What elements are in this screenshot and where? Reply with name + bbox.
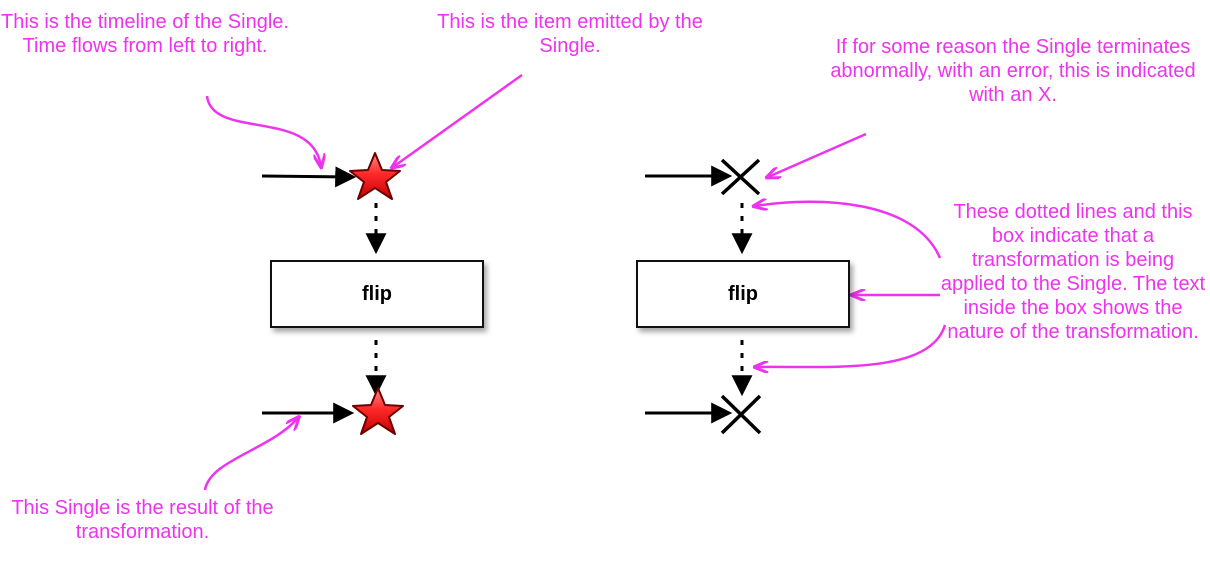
callout-arrow-dotted-bottom	[756, 324, 947, 367]
callout-arrow-timeline	[205, 95, 321, 166]
annotation-timeline: This is the timeline of the Single. Time…	[1, 11, 289, 57]
operator-label-right: flip	[728, 282, 758, 305]
x-mark-icon	[720, 158, 761, 196]
callout-arrow-dotted-top	[755, 202, 942, 259]
operator-box-left: flip	[270, 260, 484, 328]
annotation-item: This is the item emitted by the Single.	[437, 11, 703, 57]
operator-label-left: flip	[362, 282, 392, 305]
operator-box-right: flip	[636, 260, 850, 328]
source-timeline-left	[261, 166, 357, 188]
annotation-result: This Single is the result of the transfo…	[11, 497, 274, 543]
callout-arrow-result	[203, 418, 298, 491]
annotation-transformation: These dotted lines and this box indicate…	[940, 201, 1206, 343]
star-icon	[352, 387, 404, 435]
callout-arrow-error	[768, 132, 867, 177]
x-mark-icon	[720, 394, 762, 435]
callout-arrow-item	[393, 73, 523, 167]
annotation-error: If for some reason the Single terminates…	[830, 36, 1196, 106]
star-icon	[349, 152, 401, 200]
